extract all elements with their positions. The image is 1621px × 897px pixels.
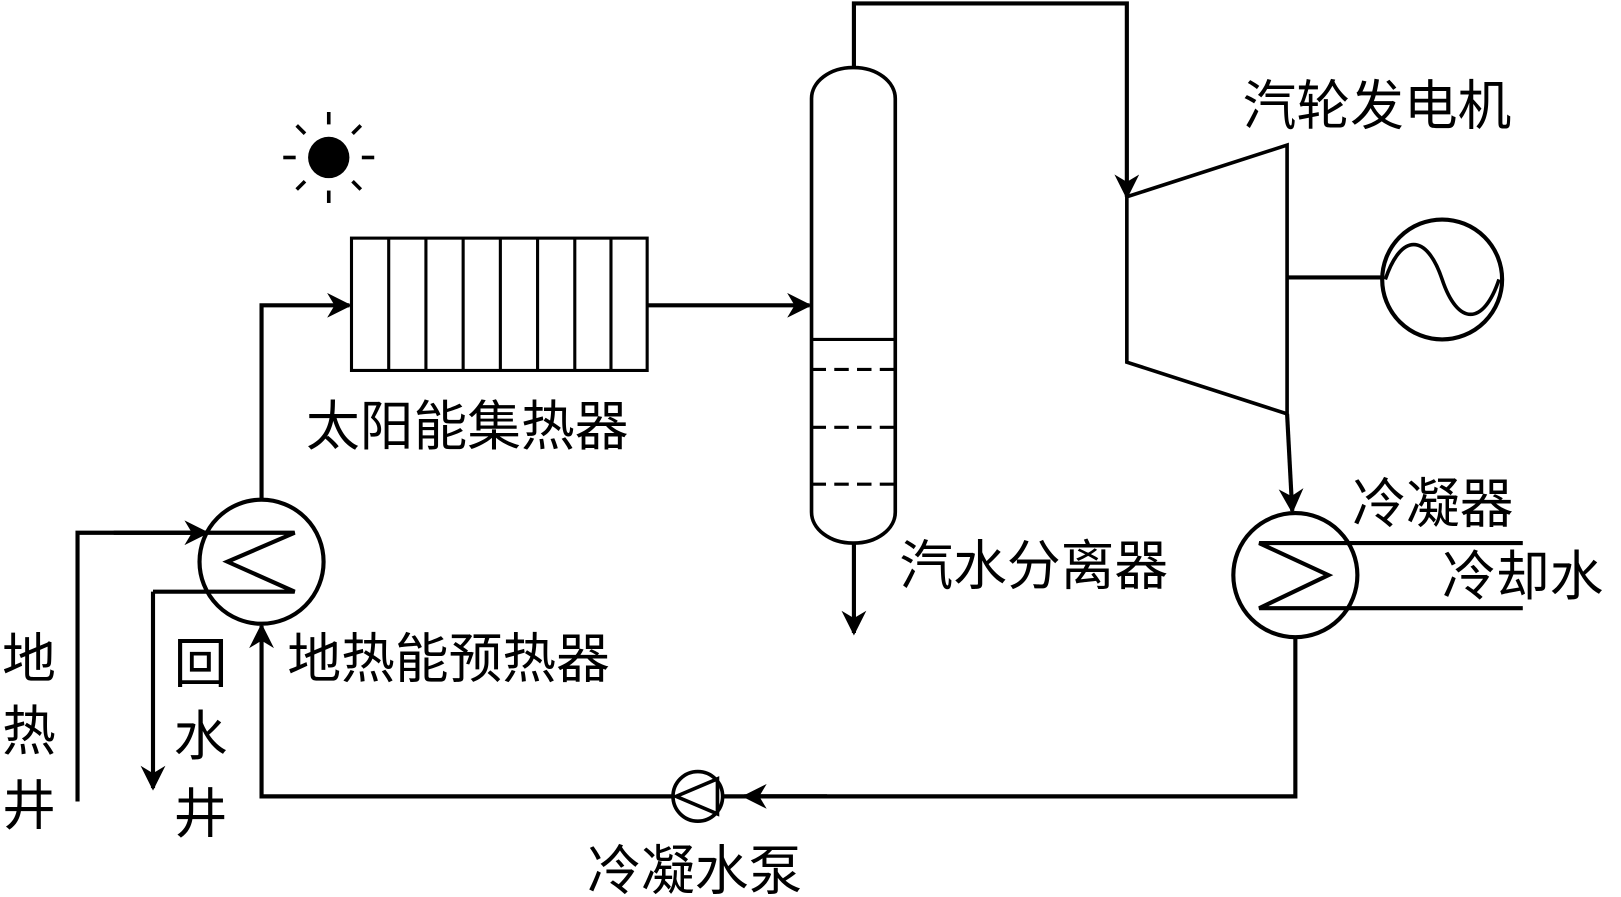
label-return-well-2: 水 [174,705,228,768]
pipes [249,1,1304,809]
label-turbine-generator: 汽轮发电机 [1243,74,1512,137]
turbine-icon [1125,142,1289,417]
label-geothermal-preheater: 地热能预热器 [287,627,610,690]
label-solar-collector: 太阳能集热器 [306,395,629,458]
label-geothermal-well-1: 地 [2,627,56,690]
label-geothermal-well-2: 热 [2,700,56,763]
label-condenser: 冷凝器 [1352,472,1513,535]
pump-icon [671,769,725,823]
generator-icon [1380,217,1505,342]
steam-water-separator [809,65,898,545]
solar-collector [349,236,649,372]
label-return-well-3: 井 [174,783,228,846]
label-condensate-pump: 冷凝水泵 [587,839,802,897]
sun-icon [283,111,375,203]
label-separator: 汽水分离器 [899,534,1168,597]
label-cooling-water: 冷却水 [1442,545,1603,608]
label-geothermal-well-3: 井 [2,774,56,837]
label-return-well-1: 回 [174,633,228,696]
